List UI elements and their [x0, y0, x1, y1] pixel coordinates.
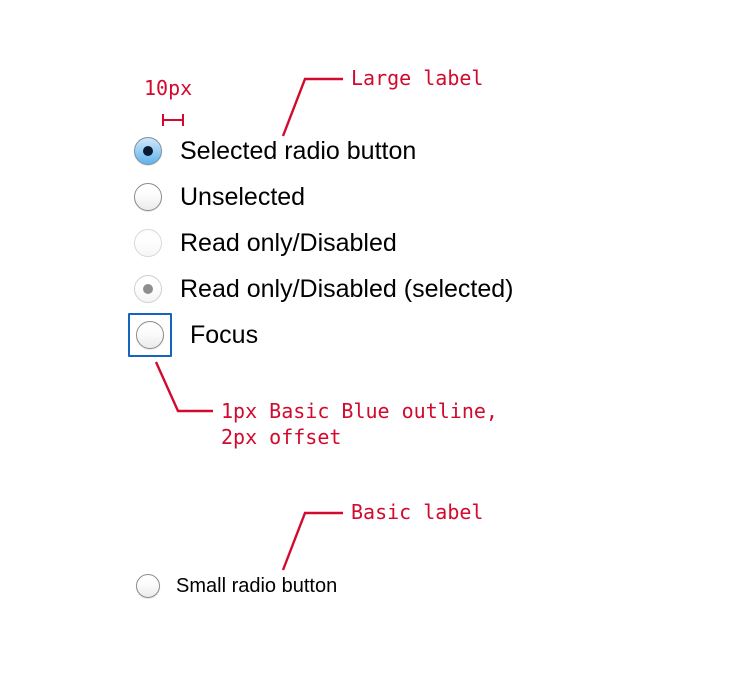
- radio-icon-selected[interactable]: [134, 137, 162, 165]
- annotation-focus-outline: 1px Basic Blue outline, 2px offset: [221, 399, 498, 449]
- annotation-spacing-measure: 10px: [144, 76, 193, 100]
- radio-label: Small radio button: [176, 574, 338, 597]
- radio-row-disabled: Read only/Disabled: [134, 226, 397, 260]
- annotation-basic-label: Basic label: [351, 500, 484, 524]
- radio-icon-disabled: [134, 229, 162, 257]
- leader-line-focus-outline: [154, 361, 213, 413]
- radio-icon-focus[interactable]: [136, 321, 164, 349]
- radio-row-disabled-selected: Read only/Disabled (selected): [134, 272, 514, 306]
- spacing-dimension-bar: [162, 114, 184, 126]
- radio-icon-disabled-selected: [134, 275, 162, 303]
- annotation-large-label: Large label: [351, 66, 484, 90]
- radio-label: Unselected: [180, 183, 306, 211]
- radio-icon-small-unselected[interactable]: [136, 574, 160, 598]
- focus-outline: [128, 313, 172, 357]
- radio-row-selected[interactable]: Selected radio button: [134, 134, 416, 168]
- leader-line-large-label: [281, 77, 343, 137]
- radio-icon-unselected[interactable]: [134, 183, 162, 211]
- radio-row-focus[interactable]: Focus: [128, 313, 259, 357]
- leader-line-basic-label: [281, 511, 343, 571]
- radio-label: Selected radio button: [180, 137, 417, 165]
- radio-row-small[interactable]: Small radio button: [136, 572, 337, 600]
- radio-label: Read only/Disabled (selected): [180, 275, 514, 303]
- radio-label: Focus: [190, 321, 259, 349]
- radio-label: Read only/Disabled: [180, 229, 397, 257]
- radio-row-unselected[interactable]: Unselected: [134, 180, 305, 214]
